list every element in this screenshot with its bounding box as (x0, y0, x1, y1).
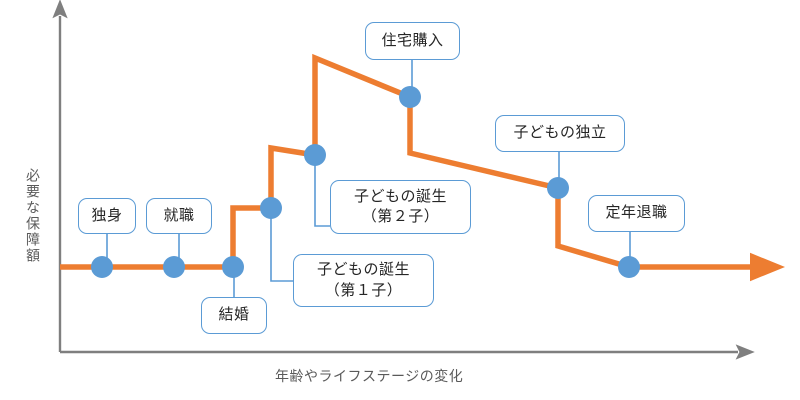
leader-kodomo-2 (314, 164, 330, 227)
callout-kodomo-dokuritsu[interactable]: 子どもの独立 (495, 115, 625, 152)
data-point-marker[interactable] (163, 256, 185, 278)
callout-jutaku-konyu[interactable]: 住宅購入 (365, 22, 460, 60)
data-point-marker[interactable] (222, 256, 244, 278)
x-axis-label: 年齢やライフステージの変化 (275, 368, 464, 384)
callout-leader-lines (106, 60, 631, 297)
leader-kodomo-1 (270, 216, 293, 282)
data-point-markers (91, 86, 640, 278)
insurance-need-line (60, 53, 785, 282)
data-point-marker[interactable] (547, 177, 569, 199)
callout-shushoku[interactable]: 就職 (146, 198, 212, 234)
data-point-marker[interactable] (304, 144, 326, 166)
data-point-marker[interactable] (91, 256, 113, 278)
y-axis-label: 必要な保障額 (25, 168, 41, 264)
callout-dokushin[interactable]: 独身 (78, 198, 136, 234)
data-point-marker[interactable] (618, 256, 640, 278)
data-point-marker[interactable] (260, 197, 282, 219)
callout-kekkon[interactable]: 結婚 (201, 297, 267, 334)
callout-kodomo-tanjo-2[interactable]: 子どもの誕生 （第２子） (330, 180, 471, 234)
data-point-marker[interactable] (399, 86, 421, 108)
callout-kodomo-tanjo-1[interactable]: 子どもの誕生 （第１子） (293, 254, 434, 307)
callout-teinen-taishoku[interactable]: 定年退職 (588, 195, 685, 232)
